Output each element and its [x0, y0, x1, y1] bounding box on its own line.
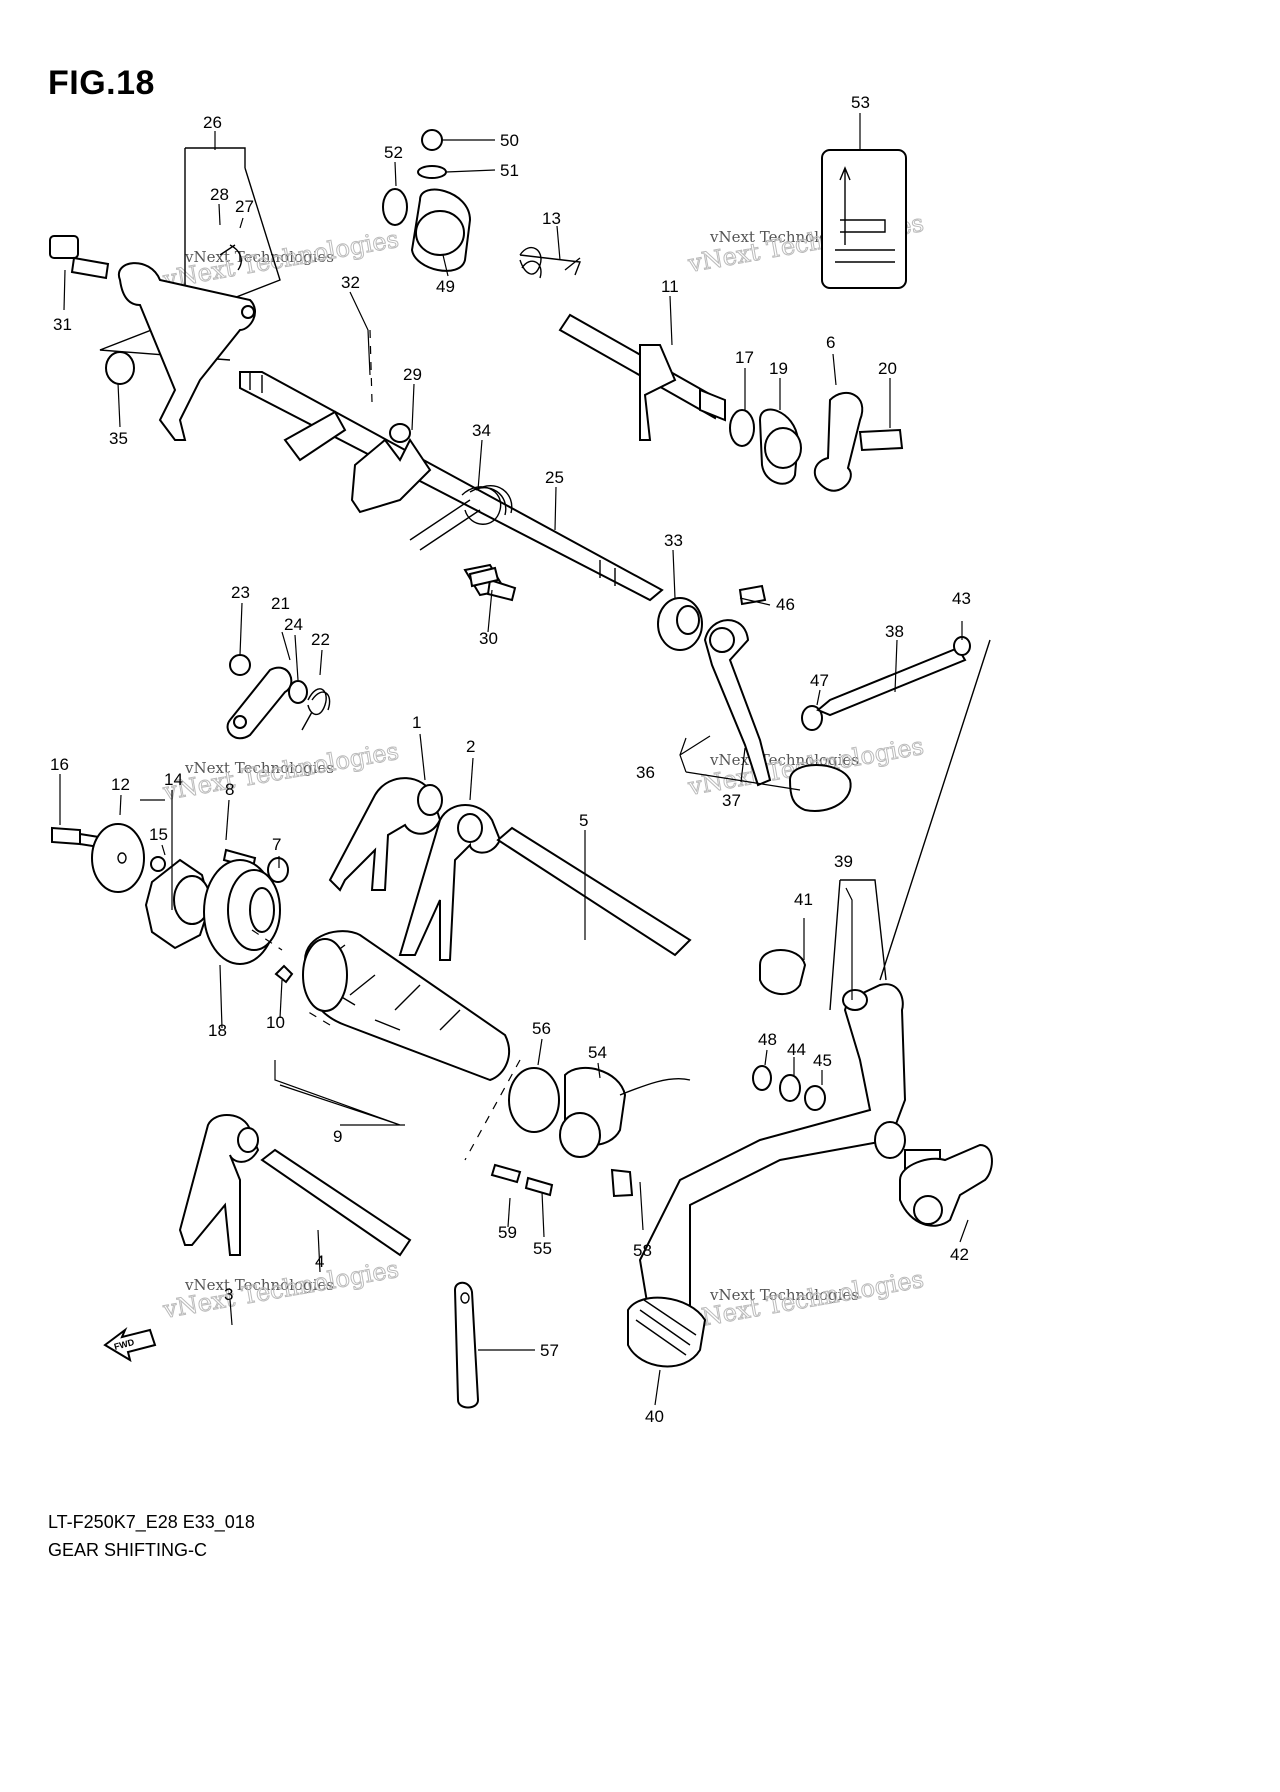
part-position-switch	[490, 1066, 691, 1198]
callout-21[interactable]: 21	[271, 594, 290, 613]
callout-47[interactable]: 47	[810, 671, 829, 690]
part-shift-arm-assembly	[49, 147, 281, 441]
callout-37[interactable]: 37	[722, 791, 741, 810]
part-shift-lever-lower	[627, 639, 993, 1368]
callout-6[interactable]: 6	[826, 333, 835, 352]
callout-2[interactable]: 2	[466, 737, 475, 756]
callout-3[interactable]: 3	[224, 1285, 233, 1304]
forward-arrow: FWD	[103, 1326, 157, 1363]
callout-54[interactable]: 54	[588, 1043, 607, 1062]
part-pin-30	[468, 566, 500, 588]
callout-19[interactable]: 19	[769, 359, 788, 378]
callout-7[interactable]: 7	[272, 835, 281, 854]
callout-29[interactable]: 29	[403, 365, 422, 384]
callout-55[interactable]: 55	[533, 1239, 552, 1258]
callout-25[interactable]: 25	[545, 468, 564, 487]
part-gearshift-cam	[274, 930, 510, 1082]
callout-15[interactable]: 15	[149, 825, 168, 844]
callout-30[interactable]: 30	[479, 629, 498, 648]
callout-13[interactable]: 13	[542, 209, 561, 228]
callout-8[interactable]: 8	[225, 780, 234, 799]
callout-5[interactable]: 5	[579, 811, 588, 830]
callout-1[interactable]: 1	[412, 713, 421, 732]
part-gearshift-fork-3	[178, 1113, 412, 1257]
part-shift-shaft	[239, 371, 703, 651]
callout-46[interactable]: 46	[776, 595, 795, 614]
watermark-text: vNext Technologies	[685, 1265, 926, 1334]
callout-12[interactable]: 12	[111, 775, 130, 794]
callout-28[interactable]: 28	[210, 185, 229, 204]
callout-31[interactable]: 31	[53, 315, 72, 334]
watermark-5: vNext Technologies vNext Technologies	[160, 1254, 402, 1324]
callout-18[interactable]: 18	[208, 1021, 227, 1040]
callout-9[interactable]: 9	[333, 1127, 342, 1146]
callout-45[interactable]: 45	[813, 1051, 832, 1070]
callout-16[interactable]: 16	[50, 755, 69, 774]
callout-57[interactable]: 57	[540, 1341, 559, 1360]
callout-33[interactable]: 33	[664, 531, 683, 550]
callout-labels: 1 2 3 4 5 6 7 8 9 10 11 12 13 14 15 16 1…	[50, 93, 971, 1426]
callout-42[interactable]: 42	[950, 1245, 969, 1264]
callout-20[interactable]: 20	[878, 359, 897, 378]
part-guide-57	[453, 1281, 480, 1409]
callout-14[interactable]: 14	[164, 770, 183, 789]
callout-53[interactable]: 53	[851, 93, 870, 112]
callout-34[interactable]: 34	[472, 421, 491, 440]
callout-52[interactable]: 52	[384, 143, 403, 162]
figure-title: FIG.18	[48, 64, 155, 102]
callout-44[interactable]: 44	[787, 1040, 806, 1059]
callout-39[interactable]: 39	[834, 852, 853, 871]
watermark-6: vNext Technologies vNext Technologies	[685, 1264, 927, 1334]
callout-56[interactable]: 56	[532, 1019, 551, 1038]
watermark-1: vNext Technologies vNext Technologies	[160, 224, 402, 294]
callout-59[interactable]: 59	[498, 1223, 517, 1242]
part-bearing-18	[203, 848, 289, 965]
part-cam-driven-gear	[51, 823, 212, 950]
part-gearshift-cam-shaft	[519, 246, 904, 492]
callout-51[interactable]: 51	[500, 161, 519, 180]
callout-27[interactable]: 27	[235, 197, 254, 216]
watermark-3: vNext Technologies vNext Technologies	[160, 736, 402, 806]
callout-26[interactable]: 26	[203, 113, 222, 132]
watermark-text: vNext Technologies	[160, 225, 401, 294]
callout-40[interactable]: 40	[645, 1407, 664, 1426]
callout-49[interactable]: 49	[436, 277, 455, 296]
watermark-text: vNext Technologies	[160, 1255, 401, 1324]
callout-17[interactable]: 17	[735, 348, 754, 367]
callout-38[interactable]: 38	[885, 622, 904, 641]
callout-24[interactable]: 24	[284, 615, 303, 634]
watermark-text: vNext Technologies	[184, 1276, 334, 1294]
model-code: LT-F250K7_E28 E33_018	[48, 1512, 255, 1532]
callout-43[interactable]: 43	[952, 589, 971, 608]
part-gearshift-forks	[328, 777, 692, 961]
watermark-text: vNext Technologies	[184, 248, 334, 266]
watermark-text: vNext Technologies	[184, 759, 334, 777]
callout-48[interactable]: 48	[758, 1030, 777, 1049]
callout-10[interactable]: 10	[266, 1013, 285, 1032]
callout-58[interactable]: 58	[633, 1241, 652, 1260]
callout-35[interactable]: 35	[109, 429, 128, 448]
watermark-text: vNext Technologies	[709, 1286, 859, 1304]
callout-22[interactable]: 22	[311, 630, 330, 649]
watermark-text: vNext Technologies	[160, 737, 401, 806]
part-cam-stopper	[226, 654, 331, 740]
callout-36[interactable]: 36	[636, 763, 655, 782]
part-shift-lever-upper	[703, 584, 971, 812]
part-label-plate	[821, 149, 907, 289]
callout-4[interactable]: 4	[315, 1252, 324, 1271]
leader-lines	[59, 113, 969, 1406]
callout-11[interactable]: 11	[661, 277, 679, 296]
callout-32[interactable]: 32	[341, 273, 360, 292]
callout-50[interactable]: 50	[500, 131, 519, 150]
section-name: GEAR SHIFTING-C	[48, 1540, 208, 1560]
callout-41[interactable]: 41	[794, 890, 813, 909]
callout-23[interactable]: 23	[231, 583, 250, 602]
